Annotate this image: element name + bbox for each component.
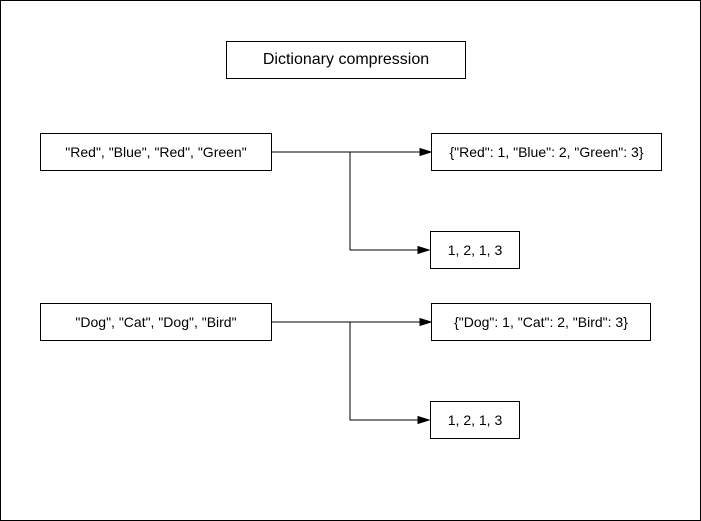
arrowhead-row1-dictionary-icon	[419, 147, 433, 157]
arrowhead-row2-encoded-icon	[417, 415, 431, 425]
row2-dictionary-box: {"Dog": 1, "Cat": 2, "Bird": 3}	[431, 303, 651, 341]
row2-input-box: "Dog", "Cat", "Dog", "Bird"	[40, 303, 272, 341]
row1-encoded-box: 1, 2, 1, 3	[430, 231, 520, 269]
arrow-row2-branch-to-encoded	[349, 322, 418, 421]
row1-dictionary-box: {"Red": 1, "Blue": 2, "Green": 3}	[431, 133, 662, 171]
row1-input-box: "Red", "Blue", "Red", "Green"	[40, 133, 272, 171]
row2-encoded-box: 1, 2, 1, 3	[430, 401, 520, 439]
title-box: Dictionary compression	[226, 41, 466, 79]
arrowhead-row1-encoded-icon	[417, 245, 431, 255]
arrow-row1-branch-to-encoded	[349, 152, 418, 251]
arrowhead-row2-dictionary-icon	[419, 317, 433, 327]
